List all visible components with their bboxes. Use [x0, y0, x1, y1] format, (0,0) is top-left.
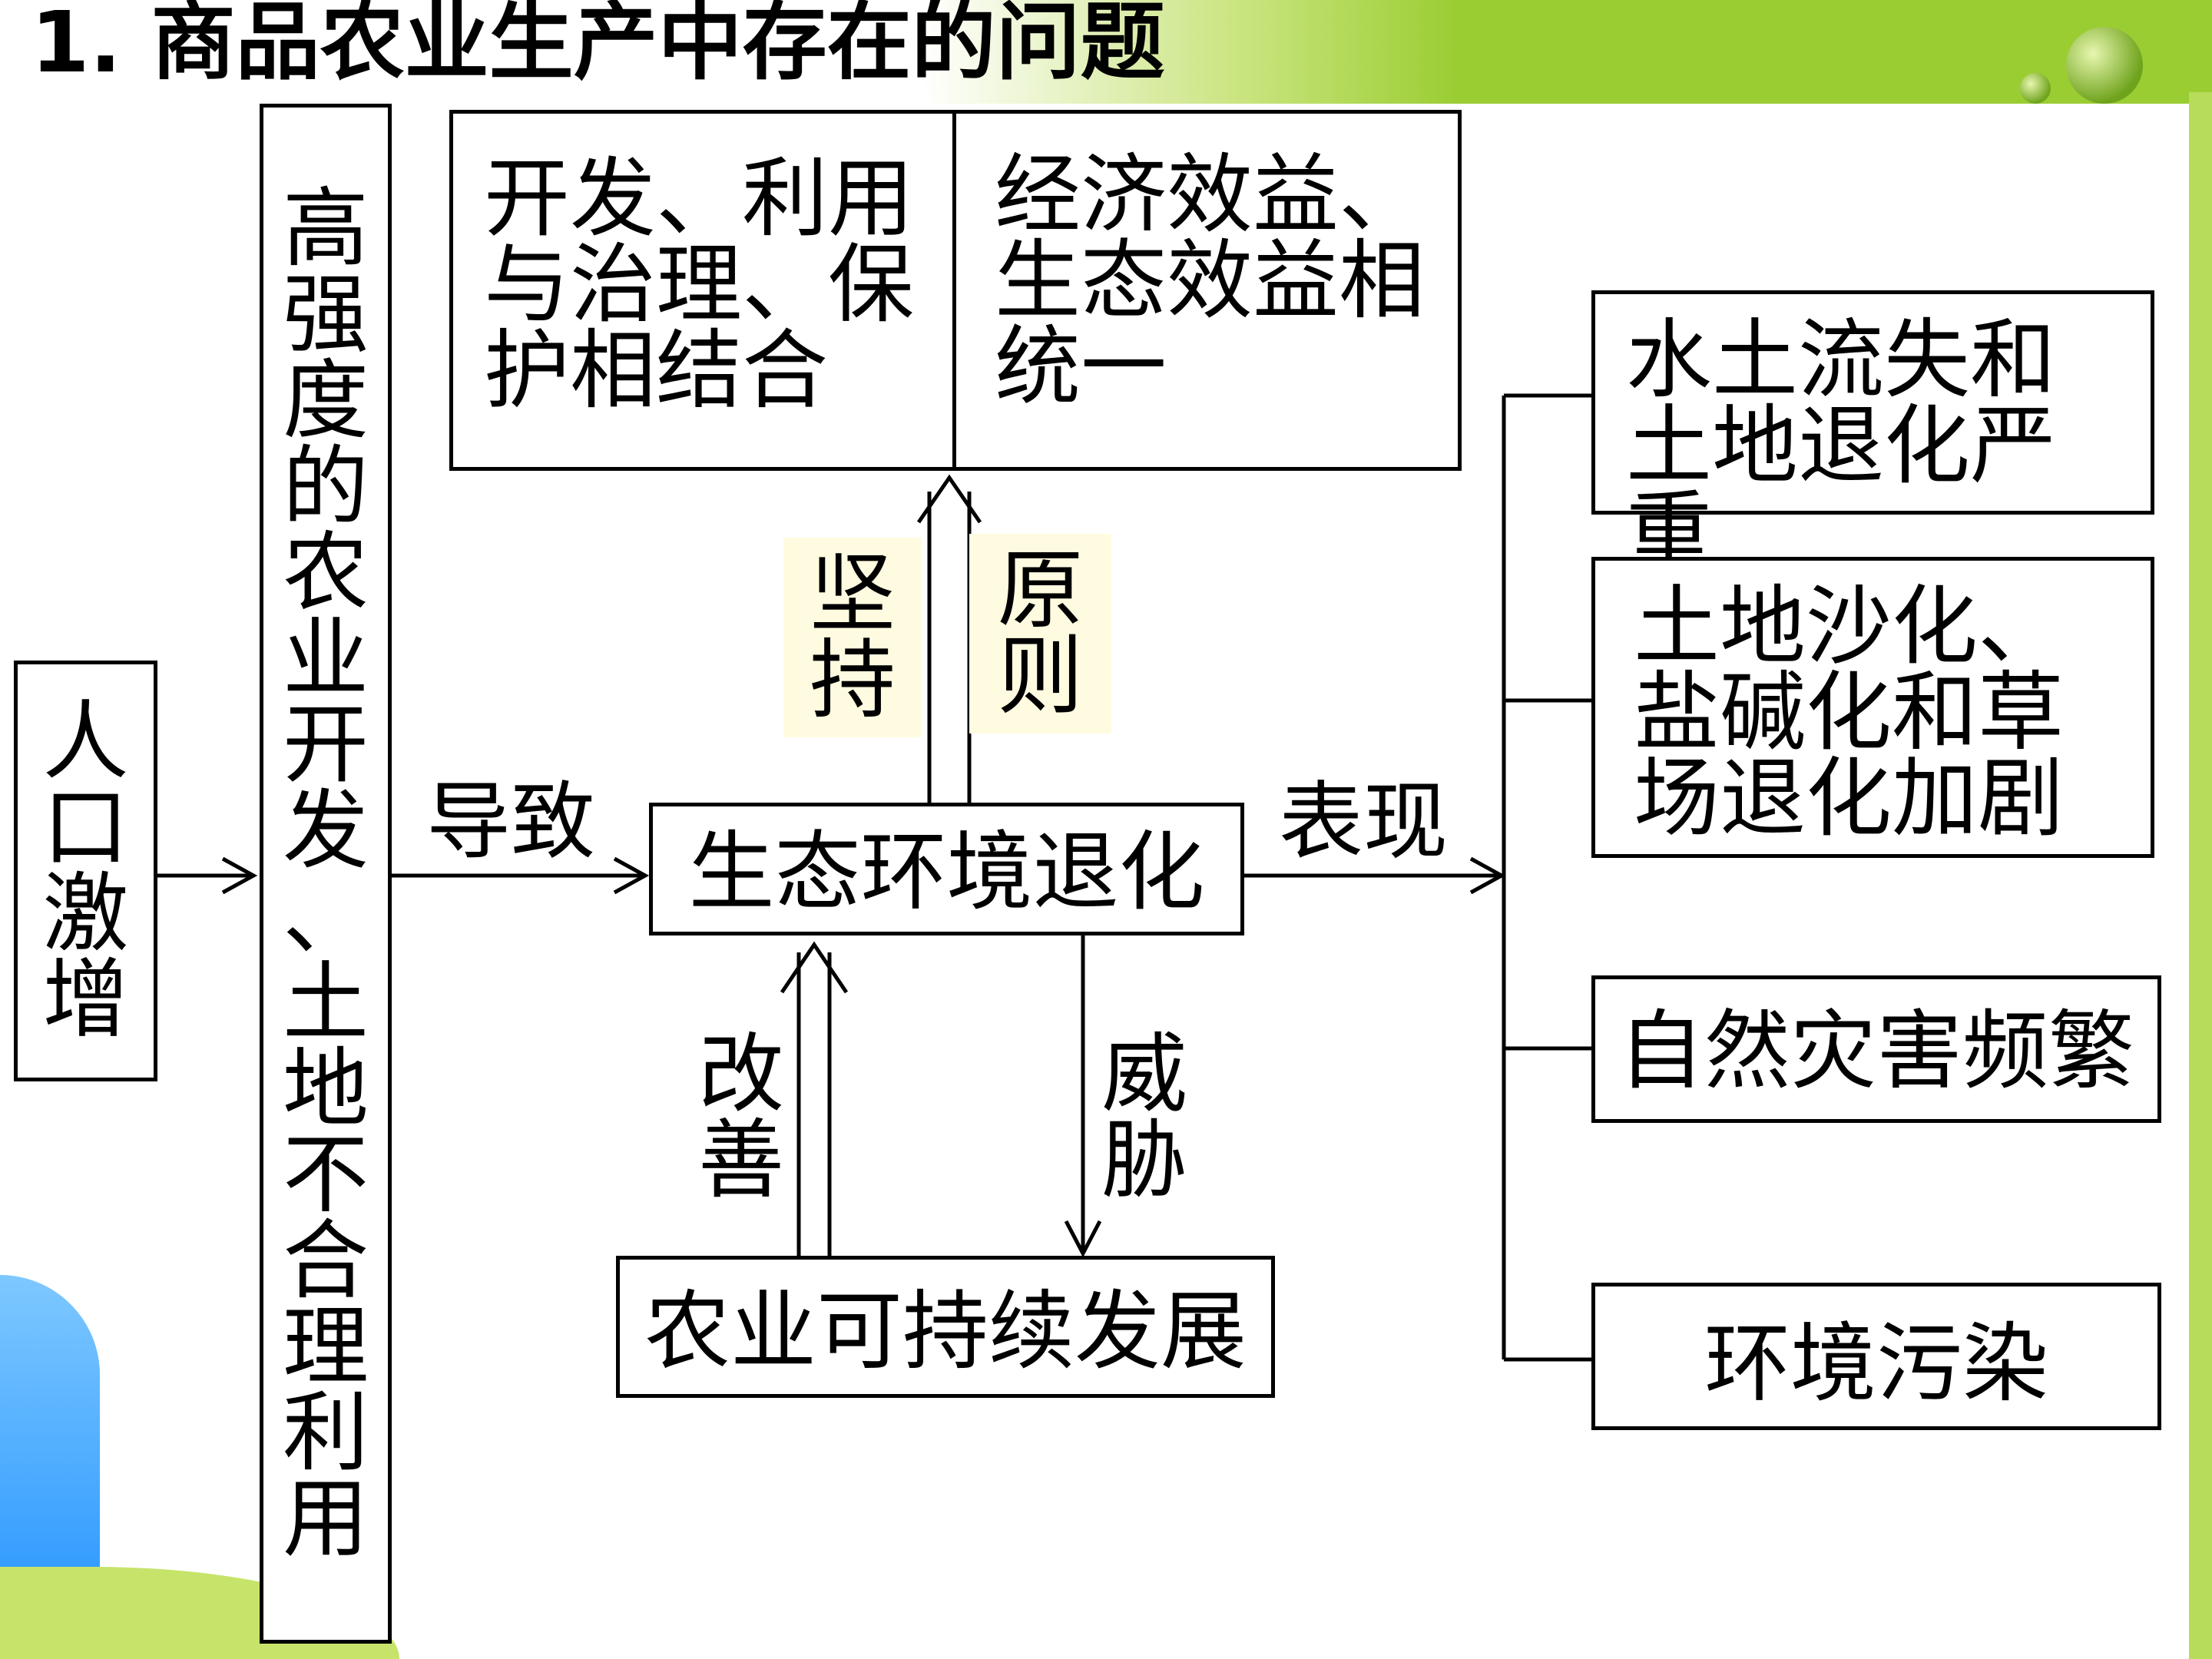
vertical-char: 强: [283, 264, 369, 365]
population-text: 人口激增: [18, 664, 154, 1078]
outcome-text-3: 自然灾害频繁: [1618, 1002, 2134, 1101]
overuse-box: 高强度的农业开发、土地不合理利用: [260, 104, 392, 1644]
arrowhead-threaten: [1064, 1220, 1102, 1258]
vertical-char: 理: [283, 1296, 369, 1397]
vertical-char: 坚: [810, 545, 896, 644]
vertical-char: 合: [283, 1210, 369, 1311]
vertical-char: 持: [810, 631, 896, 730]
outcome-text-1: 水土流失和土地退化严重: [1626, 310, 2056, 582]
principles-box: 开发、利用与治理、保护相结合 经济效益、生态效益相统一: [449, 110, 1462, 471]
development-text: 开发、利用与治理、保护相结合: [484, 149, 914, 421]
vertical-char: 善: [698, 1111, 784, 1210]
vertical-char: 则: [997, 627, 1084, 727]
label-lead-to: 导致: [426, 773, 595, 871]
vertical-char: 口: [42, 778, 129, 878]
label-adhere: 坚持: [783, 538, 922, 737]
vertical-char: 改: [698, 1025, 784, 1124]
vertical-char: 业: [283, 608, 369, 709]
vertical-char: 农: [283, 522, 369, 623]
outcome-box-3: 自然灾害频繁: [1591, 975, 2161, 1123]
vertical-char: 威: [1101, 1025, 1187, 1124]
vertical-char: 发: [283, 780, 369, 881]
sustainable-box: 农业可持续发展: [616, 1256, 1275, 1398]
sustainable-text: 农业可持续发展: [644, 1282, 1247, 1382]
right-green-strip: [2189, 92, 2212, 1659]
outcome-text-2: 土地沙化、盐碱化和草场退化加剧: [1634, 577, 2064, 849]
vertical-char: 胁: [1101, 1111, 1187, 1210]
vertical-char: 利: [283, 1382, 369, 1483]
vertical-char: 激: [42, 864, 129, 964]
vertical-char: 土: [283, 952, 369, 1053]
population-box: 人口激增: [14, 661, 157, 1081]
green-droplet-small-icon: [2020, 73, 2051, 104]
label-manifest: 表现: [1279, 773, 1448, 871]
principles-divider: [952, 114, 956, 467]
degradation-box: 生态环境退化: [649, 803, 1244, 935]
vertical-char: 开: [283, 694, 369, 795]
outcome-box-2: 土地沙化、盐碱化和草场退化加剧: [1591, 557, 2154, 858]
arrowhead-branch: [1469, 856, 1506, 895]
arrowhead-principles: [916, 474, 982, 524]
label-principle: 原则: [969, 534, 1111, 733]
label-threaten: 威胁: [1094, 1025, 1194, 1210]
arrowhead-improve: [780, 941, 849, 994]
vertical-char: 高: [283, 178, 369, 279]
vertical-char: 地: [283, 1038, 369, 1139]
header-green-swoosh: [922, 0, 1459, 104]
vertical-char: 的: [283, 436, 369, 537]
vertical-char: 不: [283, 1124, 369, 1225]
overuse-text: 高强度的农业开发、土地不合理利用: [263, 108, 388, 1640]
vertical-char: 、: [283, 866, 369, 967]
vertical-char: 原: [997, 541, 1084, 641]
vertical-char: 用: [283, 1469, 369, 1569]
benefits-text: 经济效益、生态效益相统一: [995, 145, 1425, 417]
page-title: 1. 商品农业生产中存在的问题: [31, 0, 1165, 91]
vertical-char: 增: [42, 950, 129, 1050]
arrowhead-overuse: [221, 856, 258, 895]
vertical-char: 度: [283, 350, 369, 451]
outcome-text-4: 环境污染: [1704, 1314, 2048, 1414]
degradation-text: 生态环境退化: [688, 823, 1205, 922]
vertical-char: 人: [42, 692, 129, 792]
arrowhead-degradation: [613, 856, 650, 895]
label-improve: 改善: [691, 1025, 791, 1210]
outcome-box-4: 环境污染: [1591, 1283, 2161, 1430]
outcome-box-1: 水土流失和土地退化严重: [1591, 290, 2154, 575]
green-droplet-icon: [2066, 27, 2143, 104]
